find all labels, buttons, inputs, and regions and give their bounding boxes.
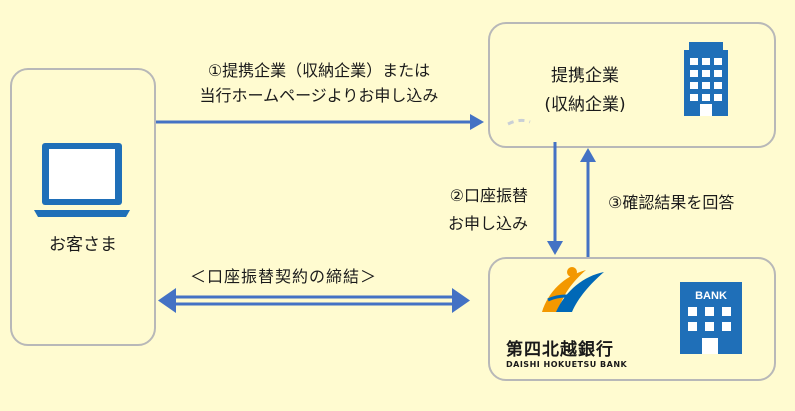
- step2-label: ②口座振替 お申し込み: [398, 182, 528, 238]
- step2-line1: ②口座振替: [449, 186, 528, 205]
- faint-curve: [507, 118, 531, 126]
- customer-box: [10, 68, 156, 346]
- office-building-icon: [684, 42, 728, 116]
- partner-company-label: 提携企業 (収納企業): [522, 62, 648, 120]
- confirmation-arrow: [580, 148, 596, 257]
- bank-name-jp: 第四北越銀行: [506, 340, 614, 360]
- step2-line2: お申し込み: [447, 214, 528, 233]
- step1-line1: ①提携企業（収納企業）または: [207, 61, 431, 80]
- laptop-icon: [34, 143, 130, 217]
- partner-line2: (収納企業): [544, 95, 626, 115]
- partner-line1: 提携企業: [551, 66, 619, 86]
- bank-name-en: DAISHI HOKUETSU BANK: [506, 360, 628, 369]
- bank-logo-icon: [542, 267, 604, 312]
- contract-arrow: [158, 288, 470, 313]
- contract-label: ＜口座振替契約の締結＞: [190, 267, 378, 286]
- apply-arrow: [156, 114, 484, 130]
- bank-sign-text: BANK: [695, 290, 727, 302]
- step1-line2: 当行ホームページよりお申し込み: [199, 86, 439, 105]
- step3-label: ③確認結果を回答: [608, 193, 735, 212]
- customer-label: お客さま: [49, 235, 117, 255]
- bank-building-icon: BANK: [680, 282, 742, 354]
- transfer-request-arrow: [547, 142, 563, 255]
- step1-label: ①提携企業（収納企業）または 当行ホームページよりお申し込み: [160, 58, 478, 108]
